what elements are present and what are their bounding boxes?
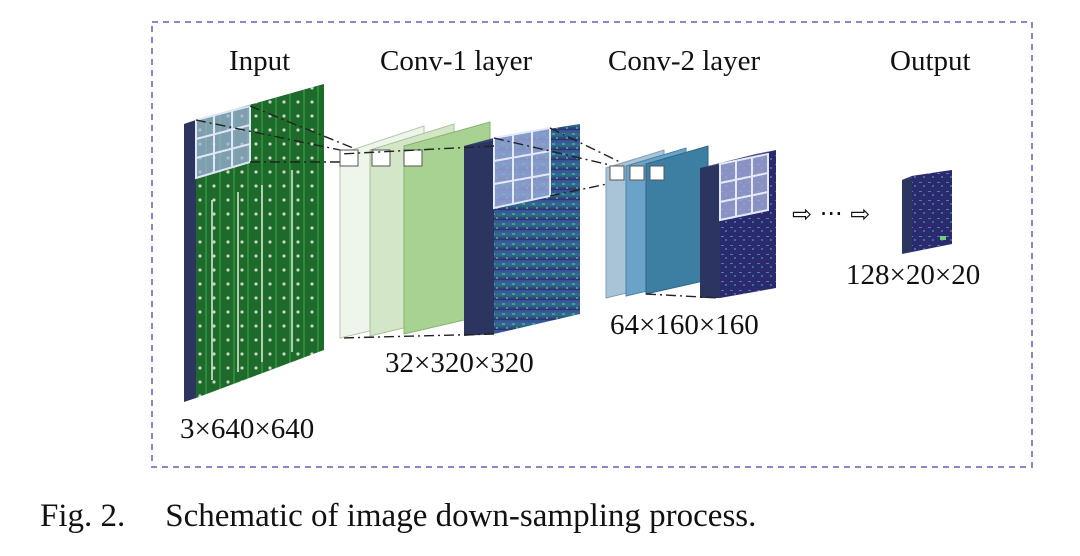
figure-caption: Fig. 2. Schematic of image down-sampling … bbox=[40, 498, 756, 535]
output-shape-label: 128×20×20 bbox=[846, 259, 980, 291]
input-kernel-grid bbox=[195, 104, 251, 180]
continuation-arrows: ⇨ ··· ⇨ bbox=[792, 200, 870, 228]
output-title: Output bbox=[890, 45, 971, 77]
conv1-feature-volume bbox=[464, 124, 580, 336]
conv2-feature-volume bbox=[645, 150, 776, 299]
conv1-shape-label: 32×320×320 bbox=[385, 347, 534, 379]
input-title: Input bbox=[229, 45, 290, 77]
figure-number: Fig. 2. bbox=[40, 498, 126, 534]
output-feature-face bbox=[912, 170, 952, 252]
input-volume bbox=[184, 84, 324, 402]
figure-caption-text: Schematic of image down-sampling process… bbox=[165, 498, 757, 534]
conv2-filters bbox=[605, 145, 709, 299]
output-volume-side bbox=[902, 176, 912, 254]
conv2-kernel-grid bbox=[719, 152, 769, 222]
conv2-title: Conv-2 layer bbox=[608, 45, 761, 77]
conv1-title: Conv-1 layer bbox=[380, 45, 533, 77]
figure-frame bbox=[151, 21, 1033, 468]
conv2-volume-side bbox=[700, 164, 720, 298]
output-volume bbox=[902, 170, 952, 254]
conv2-shape-label: 64×160×160 bbox=[610, 309, 759, 341]
input-volume-side bbox=[184, 120, 196, 402]
conv1-volume-side bbox=[464, 138, 494, 336]
input-shape-label: 3×640×640 bbox=[180, 413, 314, 445]
